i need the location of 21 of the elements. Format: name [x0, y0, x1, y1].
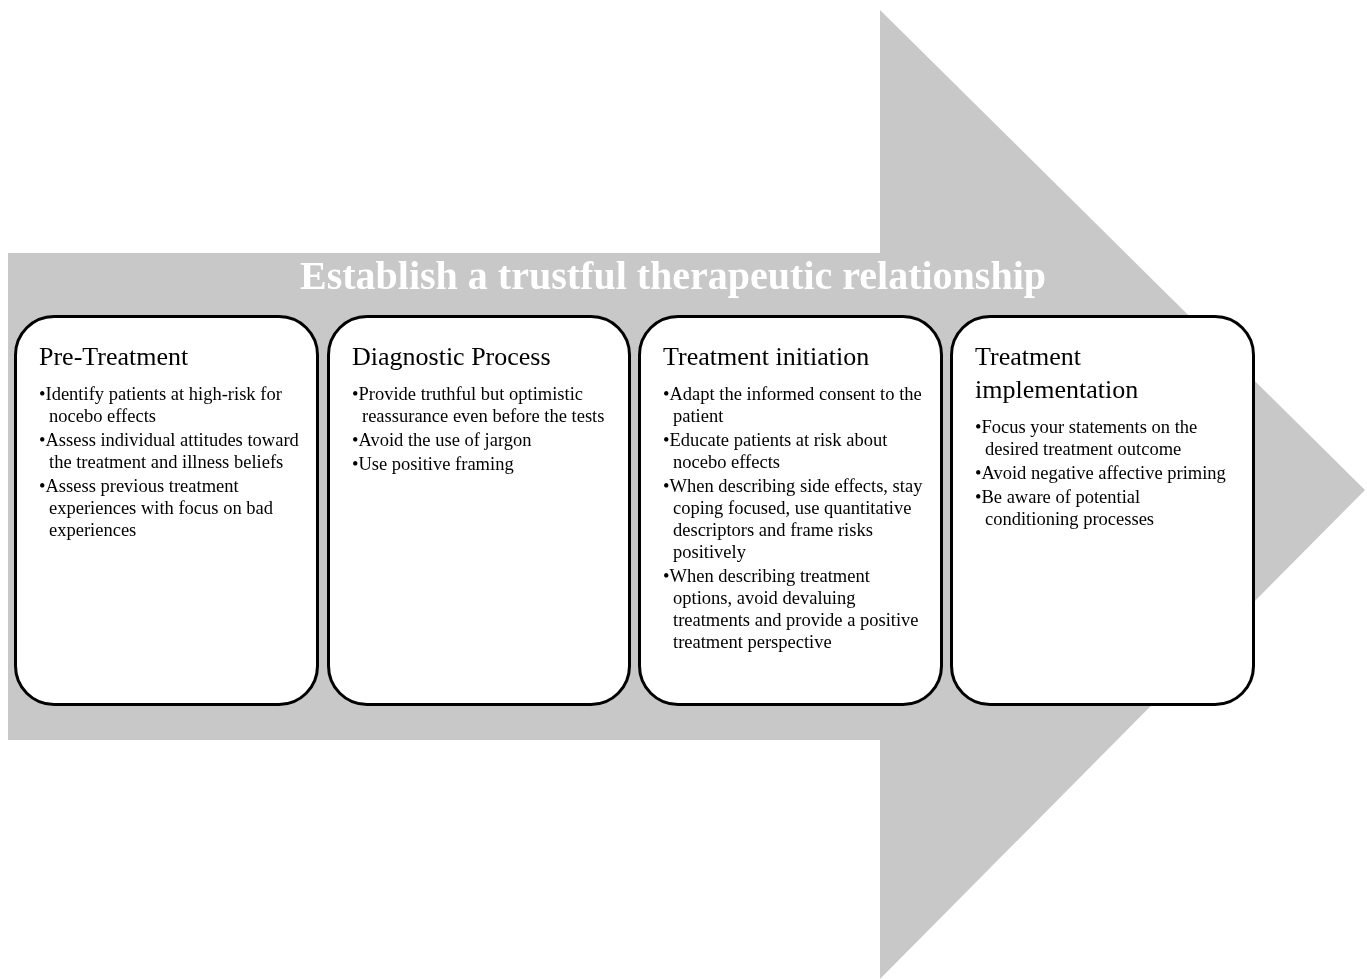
bullet-item: •Avoid the use of jargon: [352, 429, 533, 451]
bullet-item: •Be aware of potential conditioning processes: [975, 486, 1156, 530]
bullet-item: •Educate patients at risk about nocebo effects: [663, 429, 889, 473]
stage-card: [327, 315, 631, 706]
bullet-item: •When describing side effects, stay coping focused, use quantitative descriptors and frame risks positively: [663, 475, 924, 563]
bullet-item: •Identify patients at high-risk for nocebo effects: [39, 383, 283, 427]
stage-card: [950, 315, 1255, 706]
stage-heading: Diagnostic Process: [352, 341, 552, 373]
bullet-item: •Use positive framing: [352, 453, 515, 475]
stage-heading: Treatment initiation: [663, 341, 871, 373]
stage-card: [638, 315, 943, 706]
bullet-item: •Adapt the informed consent to the patient: [663, 383, 923, 427]
bullet-item: •Focus your statements on the desired treatment outcome: [975, 416, 1199, 460]
stage-heading: Pre-Treatment: [39, 341, 190, 373]
bullet-item: •When describing treatment options, avoid devaluing treatments and provide a positive treatment perspective: [663, 565, 920, 653]
stage-heading: Treatment implementation: [975, 341, 1140, 406]
bullet-item: •Assess previous treatment experiences with focus on bad experiences: [39, 475, 274, 541]
bullet-item: •Avoid negative affective priming: [975, 462, 1227, 484]
stage-card: [14, 315, 319, 706]
bullet-item: •Assess individual attitudes toward the treatment and illness beliefs: [39, 429, 300, 473]
bullet-item: •Provide truthful but optimistic reassurance even before the tests: [352, 383, 606, 427]
